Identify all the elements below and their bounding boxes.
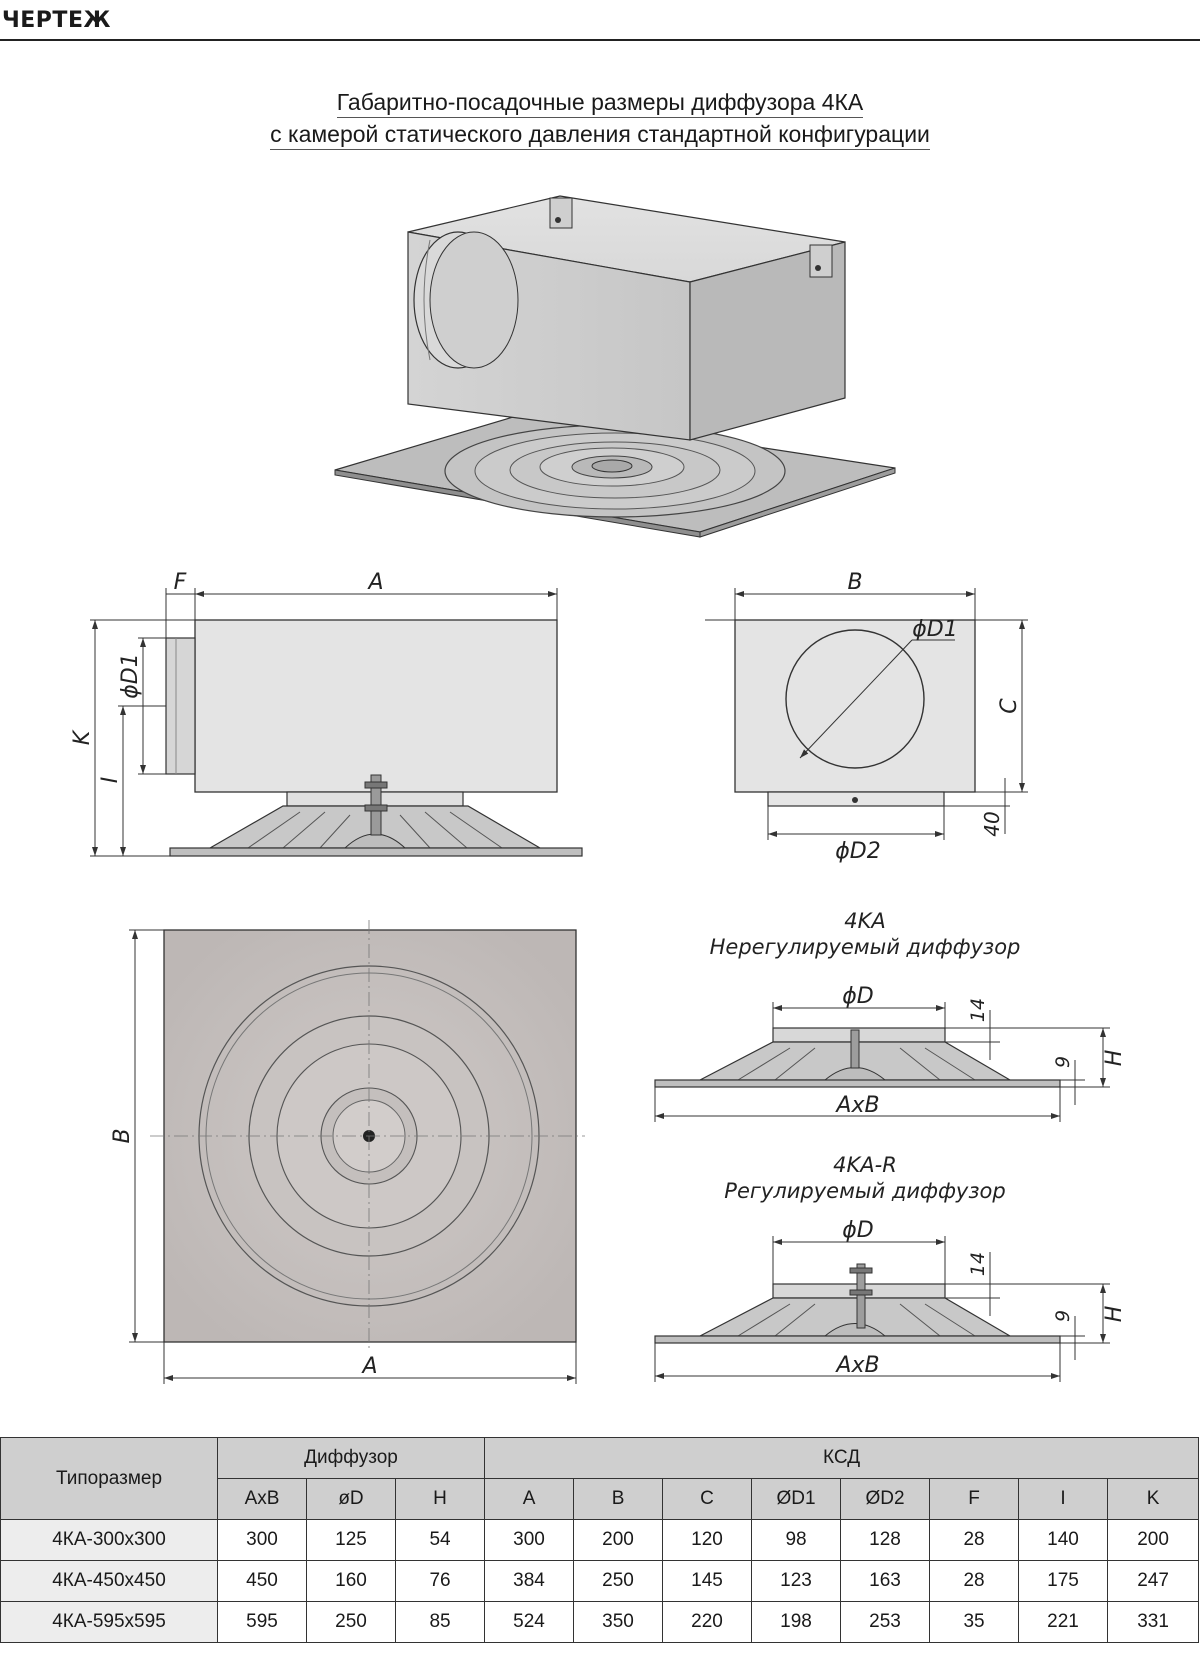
diffuser-4ka-view: 4KA Нерегулируемый диффузор ϕD 14 9 H [654, 909, 1127, 1122]
header-col: øD [306, 1478, 396, 1520]
header-type: Типоразмер [0, 1437, 218, 1520]
end-dim-40: 40 [980, 811, 1004, 836]
diffuser-4ka-dim-D: ϕD [842, 984, 873, 1009]
header-col: H [394, 1478, 486, 1520]
end-view: ϕD1 B C 40 ϕD2 [705, 570, 1028, 864]
table-cell: 140 [1018, 1519, 1109, 1561]
diffuser-4ka-r-dim-D: ϕD [842, 1218, 873, 1243]
side-dim-I: I [98, 777, 123, 784]
diffuser-4ka-dim-AxB: AxB [834, 1093, 879, 1118]
page-header: ЧЕРТЕЖ [0, 0, 1200, 42]
header-col: AxB [217, 1478, 307, 1520]
side-dim-A: A [366, 570, 383, 595]
header-col: A [484, 1478, 575, 1520]
header-ksd-group: КСД [484, 1437, 1200, 1479]
table-cell: 220 [662, 1601, 753, 1643]
table-cell: 250 [573, 1560, 664, 1602]
row-name: 4КА-595х595 [0, 1601, 218, 1643]
header-col: F [929, 1478, 1020, 1520]
side-dim-F: F [174, 570, 187, 595]
table-row: 4КА-595х595 595 250 85 524 350 220 198 2… [0, 1601, 1200, 1643]
row-name: 4КА-450х450 [0, 1560, 218, 1602]
table-cell: 250 [306, 1601, 396, 1643]
end-dim-D1: ϕD1 [912, 617, 957, 642]
header-col: K [1107, 1478, 1200, 1520]
table-cell: 300 [484, 1519, 575, 1561]
table-row: 4КА-300х300 300 125 54 300 200 120 98 12… [0, 1519, 1200, 1561]
diffuser-4ka-caption: Нерегулируемый диффузор [710, 935, 1021, 959]
header-col: ØD2 [840, 1478, 931, 1520]
side-view: A F ϕD1 K I [70, 570, 583, 857]
table-cell: 221 [1018, 1601, 1109, 1643]
end-dim-B: B [847, 570, 862, 595]
table-cell: 350 [573, 1601, 664, 1643]
table-cell: 35 [929, 1601, 1020, 1643]
diffuser-4ka-r-dim-14: 14 [967, 1252, 989, 1276]
table-cell: 120 [662, 1519, 753, 1561]
table-cell: 76 [394, 1560, 486, 1602]
diffuser-4ka-r-model: 4KA-R [833, 1153, 897, 1177]
table-cell: 125 [306, 1519, 396, 1561]
header-col: ØD1 [751, 1478, 842, 1520]
header-col: I [1018, 1478, 1109, 1520]
table-cell: 163 [840, 1560, 931, 1602]
diffuser-4ka-dim-H: H [1102, 1050, 1127, 1067]
table-cell: 85 [394, 1601, 486, 1643]
table-cell: 200 [1107, 1519, 1200, 1561]
table-cell: 98 [751, 1519, 842, 1561]
header-col: B [573, 1478, 664, 1520]
section-label: ЧЕРТЕЖ [2, 8, 111, 33]
diffuser-4ka-r-dim-9: 9 [1052, 1310, 1074, 1322]
title-line-2: с камерой статического давления стандарт… [270, 120, 930, 150]
table-cell: 253 [840, 1601, 931, 1643]
header-diffuser-group: Диффузор [216, 1437, 486, 1479]
drawing-title: Габаритно-посадочные размеры диффузора 4… [0, 86, 1200, 150]
diffuser-4ka-dim-14: 14 [967, 998, 989, 1022]
table-cell: 331 [1107, 1601, 1200, 1643]
table-cell: 175 [1018, 1560, 1109, 1602]
table-cell: 595 [217, 1601, 307, 1643]
end-dim-C: C [997, 698, 1022, 714]
table-cell: 300 [217, 1519, 307, 1561]
table-cell: 145 [662, 1560, 753, 1602]
side-dim-D1: ϕD1 [118, 653, 143, 698]
table-cell: 28 [929, 1519, 1020, 1561]
specs-table-container: Типоразмер Диффузор КСД AxB øD H A B C Ø… [0, 1437, 1200, 1658]
table-cell: 247 [1107, 1560, 1200, 1602]
table-row: 4КА-450х450 450 160 76 384 250 145 123 1… [0, 1560, 1200, 1602]
row-name: 4КА-300х300 [0, 1519, 218, 1561]
table-cell: 198 [751, 1601, 842, 1643]
specs-table: Типоразмер Диффузор КСД AxB øD H A B C Ø… [0, 1437, 1200, 1643]
table-cell: 524 [484, 1601, 575, 1643]
table-cell: 384 [484, 1560, 575, 1602]
diffuser-4ka-r-dim-AxB: AxB [834, 1353, 879, 1378]
side-dim-K: K [70, 729, 95, 745]
top-dim-B: B [110, 1128, 135, 1143]
table-cell: 54 [394, 1519, 486, 1561]
top-dim-A: A [360, 1354, 377, 1379]
table-cell: 123 [751, 1560, 842, 1602]
diffuser-4ka-model: 4KA [844, 909, 886, 933]
diffuser-4ka-dim-9: 9 [1052, 1056, 1074, 1068]
technical-drawing: A F ϕD1 K I ϕD1 B [70, 195, 1127, 1384]
table-cell: 160 [306, 1560, 396, 1602]
diffuser-4ka-r-dim-H: H [1102, 1306, 1127, 1323]
diffuser-4ka-r-caption: Регулируемый диффузор [724, 1179, 1005, 1203]
isometric-view [334, 195, 896, 538]
diffuser-4ka-r-view: 4KA-R Регулируемый диффузор ϕD 14 9 H [654, 1153, 1127, 1382]
header-col: C [662, 1478, 753, 1520]
table-cell: 28 [929, 1560, 1020, 1602]
table-cell: 128 [840, 1519, 931, 1561]
table-cell: 200 [573, 1519, 664, 1561]
top-view: A B [110, 920, 585, 1384]
title-line-1: Габаритно-посадочные размеры диффузора 4… [336, 88, 864, 118]
header-divider [0, 39, 1200, 41]
end-dim-D2: ϕD2 [835, 839, 880, 864]
table-cell: 450 [217, 1560, 307, 1602]
